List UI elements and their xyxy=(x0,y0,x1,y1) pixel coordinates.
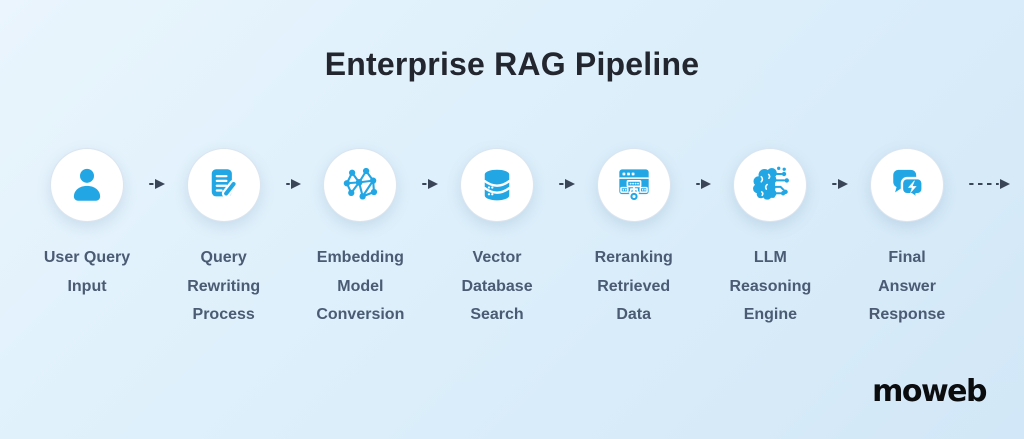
step-circle xyxy=(596,148,671,222)
brain-circuit-icon xyxy=(748,163,792,207)
flow-arrow-end xyxy=(964,148,1012,222)
step-label: Query Rewriting Process xyxy=(187,249,261,323)
step-label: Reranking Retrieved Data xyxy=(594,249,673,323)
step-circle xyxy=(733,148,808,222)
flow-arrow xyxy=(144,148,167,222)
step-circle xyxy=(50,148,124,222)
step-circle xyxy=(870,148,945,222)
page-title: Enterprise RAG Pipeline xyxy=(324,46,700,82)
pipeline-step-reranking: Reranking Retrieved Data xyxy=(577,148,691,330)
pipeline-step-vector-db: Vector Database Search xyxy=(440,148,554,330)
step-label: Vector Database Search xyxy=(461,249,533,323)
pipeline-step-llm: LLM Reasoning Engine xyxy=(713,148,827,330)
document-edit-icon xyxy=(203,164,245,206)
step-circle xyxy=(460,148,535,222)
window-gear-icon xyxy=(612,163,656,207)
flow-arrow xyxy=(281,148,304,222)
step-label: Embedding Model Conversion xyxy=(316,249,405,323)
step-circle xyxy=(186,148,261,222)
user-icon xyxy=(66,164,108,206)
moweb-logo: moweb xyxy=(872,374,987,409)
flow-arrow xyxy=(827,148,850,222)
step-label: User Query Input xyxy=(43,249,131,295)
pipeline-step-query-rewriting: Query Rewriting Process xyxy=(167,148,281,330)
flow-arrow xyxy=(417,148,440,222)
step-label: Final Answer Response xyxy=(868,249,946,323)
flow-arrow xyxy=(691,148,714,222)
step-circle xyxy=(323,148,398,222)
step-label: LLM Reasoning Engine xyxy=(729,249,812,323)
flow-arrow xyxy=(554,148,577,222)
chat-bolt-icon xyxy=(885,163,929,207)
database-icon xyxy=(476,164,518,206)
pipeline-step-embedding: Embedding Model Conversion xyxy=(303,148,417,330)
pipeline-step-final-answer: Final Answer Response xyxy=(850,148,964,330)
rag-pipeline-flow: User Query Input xyxy=(30,148,1012,330)
network-graph-icon xyxy=(339,164,381,206)
pipeline-step-user-query: User Query Input xyxy=(30,148,144,301)
